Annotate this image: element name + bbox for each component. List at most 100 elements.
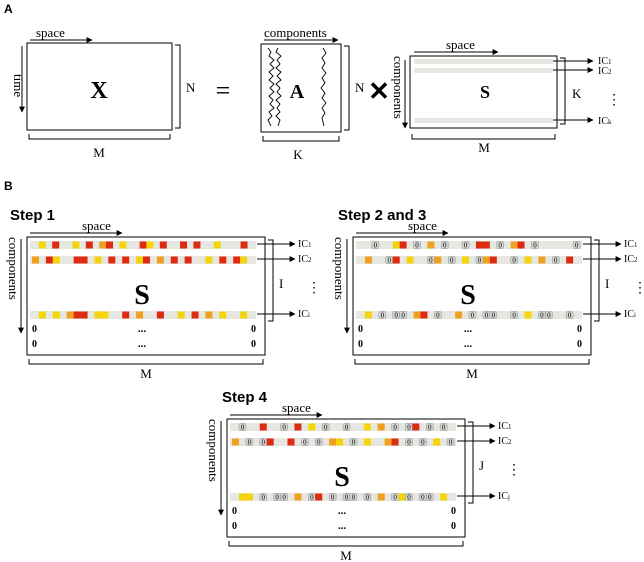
zero-row-right: 0	[251, 324, 256, 335]
zero-value: 0	[401, 312, 405, 320]
source-cell	[73, 256, 81, 264]
zeroed-cell	[545, 311, 553, 319]
source-cell	[363, 423, 371, 431]
source-cell	[108, 256, 116, 264]
zeroed-cell	[342, 423, 351, 431]
source-cell	[73, 311, 81, 319]
zeroed-cell	[439, 423, 448, 431]
source-cell	[80, 256, 88, 264]
zero-row-right: 0	[577, 339, 582, 350]
equals-sign: =	[216, 76, 231, 105]
step-title: Step 2 and 3	[338, 207, 426, 224]
zero-value: 0	[492, 312, 496, 320]
zero-value: 0	[262, 494, 266, 502]
panel-b-letter: B	[4, 179, 13, 193]
source-cell	[336, 438, 344, 446]
source-cell	[259, 423, 267, 431]
s-a-k-label: K	[572, 86, 582, 101]
zeroed-cell	[468, 311, 477, 319]
zero-value: 0	[575, 242, 579, 250]
step-m-label: M	[466, 366, 478, 381]
zero-value: 0	[388, 257, 392, 265]
zeroed-cell	[405, 493, 413, 501]
zeroed-cell	[441, 241, 449, 249]
zeroed-cell	[280, 423, 288, 431]
source-cell	[136, 256, 144, 264]
zero-row-left: 0	[232, 521, 237, 532]
zero-value: 0	[303, 439, 307, 447]
source-cell	[94, 311, 102, 319]
zeroed-cell	[572, 241, 581, 249]
zero-value: 0	[282, 494, 286, 502]
source-cell	[205, 311, 213, 319]
source-cell	[440, 493, 448, 501]
a-components-label: components	[264, 25, 327, 40]
zero-value: 0	[436, 312, 440, 320]
zero-value: 0	[394, 312, 398, 320]
step-ic-label: IC2	[298, 254, 312, 265]
s-a-m-label: M	[478, 140, 490, 155]
times-sign: ✕	[368, 77, 390, 106]
source-cell	[566, 256, 574, 264]
source-cell	[392, 256, 400, 264]
step-components-label: components	[206, 419, 221, 482]
zero-value: 0	[449, 439, 453, 447]
step-ic-label: IC2	[624, 254, 638, 265]
zero-value: 0	[324, 424, 328, 432]
s-a-ic2-label: IC2	[598, 66, 612, 77]
source-cell	[377, 493, 385, 501]
zero-value: 0	[421, 439, 425, 447]
step-components-label: components	[6, 237, 21, 300]
zero-row-ellipsis: ...	[138, 338, 147, 350]
zero-value: 0	[512, 312, 516, 320]
zeroed-cell	[378, 311, 387, 319]
source-cell	[177, 311, 185, 319]
source-cell	[143, 256, 150, 264]
source-cell	[119, 241, 127, 249]
source-cell	[32, 256, 39, 264]
source-cell	[122, 311, 130, 319]
zero-value: 0	[331, 494, 335, 502]
source-cell	[315, 493, 323, 501]
source-cell	[517, 241, 525, 249]
zero-value: 0	[345, 494, 349, 502]
zeroed-cell	[259, 493, 267, 501]
zero-value: 0	[568, 312, 572, 320]
source-cell	[85, 241, 93, 249]
zero-row-left: 0	[232, 506, 237, 517]
source-cell	[213, 241, 221, 249]
a-matrix: components A N K	[260, 25, 365, 162]
x-time-label: time	[11, 74, 26, 97]
zeroed-cell	[245, 438, 254, 446]
source-cell	[52, 241, 60, 249]
source-cell	[156, 256, 164, 264]
zero-value: 0	[282, 424, 286, 432]
zeroed-cell	[531, 241, 539, 249]
zero-value: 0	[415, 242, 419, 250]
source-cell	[398, 493, 406, 501]
source-cell	[489, 256, 497, 264]
zeroed-cell	[405, 438, 413, 446]
zero-value: 0	[450, 257, 454, 265]
zeroed-cell	[434, 311, 442, 319]
source-cell	[413, 311, 421, 319]
zero-value: 0	[554, 257, 558, 265]
source-cell	[434, 256, 442, 264]
step-side-label: I	[605, 276, 609, 291]
source-cell	[193, 241, 201, 249]
zeroed-cell	[280, 493, 288, 501]
step-ic-label: IC1	[624, 239, 638, 250]
source-cell	[240, 311, 248, 319]
source-cell	[80, 311, 88, 319]
zeroed-cell	[489, 311, 498, 319]
panel-a-letter: A	[4, 2, 13, 16]
zeroed-cell	[321, 423, 330, 431]
zero-value: 0	[443, 242, 447, 250]
zeroed-cell	[349, 493, 358, 501]
zero-value: 0	[464, 242, 468, 250]
source-cell	[475, 241, 483, 249]
